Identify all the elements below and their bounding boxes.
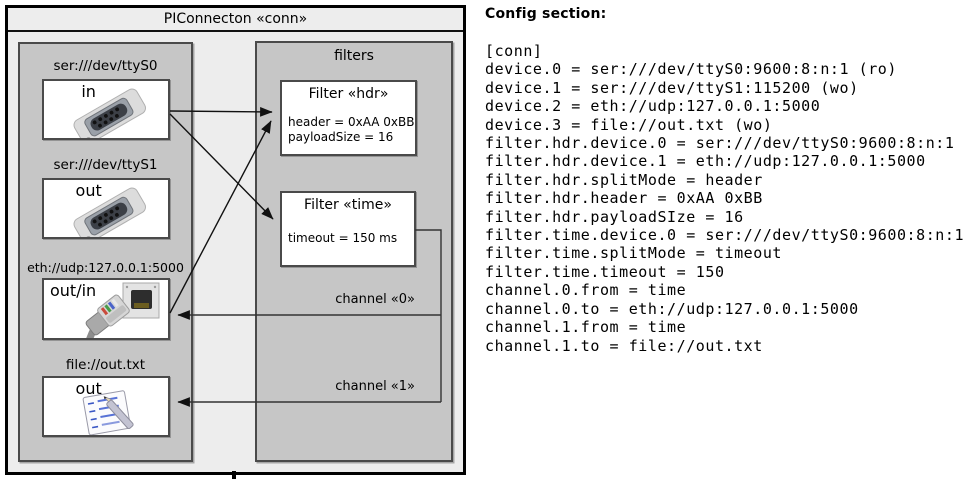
filters-title: filters bbox=[334, 48, 374, 64]
filter-title: Filter «time» bbox=[304, 197, 392, 213]
ethernet-connector-icon bbox=[84, 282, 160, 338]
config-section: Config section: [conn]device.0 = ser:///… bbox=[485, 6, 963, 355]
device-box-file: out bbox=[42, 376, 170, 437]
config-line: filter.time.device.0 = ser:///dev/ttyS0:… bbox=[485, 226, 964, 245]
filters-panel: filters Filter «hdr» header = 0xAA 0xBB … bbox=[255, 41, 453, 462]
filter-prop: payloadSize = 16 bbox=[288, 130, 394, 144]
device-url-label: ser:///dev/ttyS0 bbox=[53, 58, 158, 74]
filter-box-hdr: Filter «hdr» header = 0xAA 0xBB payloadS… bbox=[280, 80, 417, 156]
config-line: filter.hdr.device.0 = ser:///dev/ttyS0:9… bbox=[485, 134, 955, 153]
device-box-ttyS0: in bbox=[42, 79, 170, 140]
device-url-label: eth://udp:127.0.0.1:5000 bbox=[27, 260, 184, 275]
config-line: filter.time.timeout = 150 bbox=[485, 262, 725, 281]
filter-prop: timeout = 150 ms bbox=[288, 231, 398, 245]
serial-connector-icon bbox=[73, 88, 146, 138]
config-line: filter.hdr.header = 0xAA 0xBB bbox=[485, 189, 763, 208]
diagram-title: PIConnecton «conn» bbox=[8, 8, 463, 32]
config-line: device.2 = eth://udp:127.0.0.1:5000 bbox=[485, 97, 821, 116]
bottom-border-notch bbox=[232, 471, 236, 479]
config-line: channel.0.from = time bbox=[485, 281, 687, 300]
notepad-icon bbox=[82, 390, 134, 435]
device-url-label: file://out.txt bbox=[65, 357, 146, 373]
filter-prop: header = 0xAA 0xBB bbox=[288, 115, 415, 129]
channel-0-label: channel «0» bbox=[335, 292, 415, 307]
config-lines: [conn]device.0 = ser:///dev/ttyS0:9600:8… bbox=[485, 42, 964, 355]
device-mode-label: out bbox=[75, 379, 102, 398]
config-line: channel.0.to = eth://udp:127.0.0.1:5000 bbox=[485, 299, 859, 318]
config-line: filter.hdr.payloadSIze = 16 bbox=[485, 207, 744, 226]
config-line: channel.1.to = file://out.txt bbox=[485, 336, 763, 355]
config-line: channel.1.from = time bbox=[485, 318, 687, 337]
device-box-ttyS1: out bbox=[42, 178, 170, 239]
filter-properties: header = 0xAA 0xBB payloadSize = 16 bbox=[288, 115, 414, 145]
device-box-udp: out/in bbox=[42, 278, 170, 340]
config-line: device.0 = ser:///dev/ttyS0:9600:8:n:1 (… bbox=[485, 60, 897, 79]
config-line: [conn] bbox=[485, 42, 543, 60]
config-line: filter.hdr.splitMode = header bbox=[485, 170, 763, 189]
filter-box-time: Filter «time» timeout = 150 ms bbox=[280, 191, 416, 267]
serial-connector-icon bbox=[73, 187, 146, 237]
device-mode-label: in bbox=[81, 82, 96, 101]
device-mode-label: out bbox=[75, 181, 102, 200]
config-line: filter.time.splitMode = timeout bbox=[485, 244, 783, 263]
device-url-label: ser:///dev/ttyS1 bbox=[53, 157, 158, 173]
devices-column: ser:///dev/ttyS0 in bbox=[18, 42, 193, 462]
filter-title: Filter «hdr» bbox=[308, 86, 389, 102]
filter-properties: timeout = 150 ms bbox=[288, 231, 397, 246]
channel-1-label: channel «1» bbox=[335, 379, 415, 394]
config-line: filter.hdr.device.1 = eth://udp:127.0.0.… bbox=[485, 152, 926, 171]
connector-diagram: PIConnecton «conn» ser:///dev/ttyS0 in bbox=[5, 5, 466, 475]
config-heading: Config section: bbox=[485, 6, 607, 22]
config-line: device.1 = ser:///dev/ttyS1:115200 (wo) bbox=[485, 78, 859, 97]
device-mode-label: out/in bbox=[50, 281, 97, 300]
config-line: device.3 = file://out.txt (wo) bbox=[485, 115, 773, 134]
